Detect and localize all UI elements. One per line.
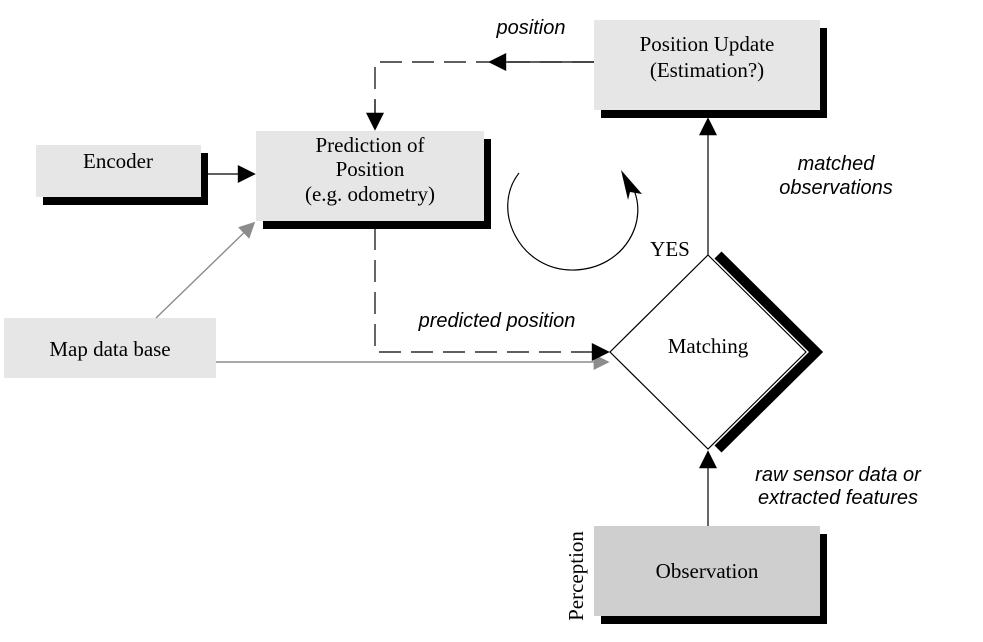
raw-sensor-data-label-line2: extracted features [758, 487, 918, 509]
yes-label: YES [650, 237, 690, 261]
prediction-box: Prediction of Position (e.g. odometry) [256, 131, 491, 229]
position-update-box: Position Update (Estimation?) [594, 20, 827, 118]
predicted-position-edge-label: predicted position [418, 310, 576, 332]
map-database-box: Map data base [4, 318, 216, 378]
perception-label: Perception [564, 531, 588, 621]
position-feedback-line [374, 61, 594, 129]
observation-label: Observation [656, 559, 759, 583]
map-database-label: Map data base [49, 337, 170, 361]
matching-outline [609, 254, 807, 450]
matched-observations-label-line2: observations [779, 177, 892, 199]
observation-face [594, 526, 820, 616]
position-update-face [594, 20, 820, 110]
prediction-label-line3: (e.g. odometry) [305, 182, 435, 206]
map-database-face [4, 318, 216, 378]
predicted-position-arrow [374, 228, 610, 361]
position-edge-label: position [496, 17, 566, 39]
matching-shadow [714, 251, 824, 453]
cycle-arc [507, 172, 639, 271]
cycle-arrowhead [621, 170, 642, 200]
raw-sensor-data-label-line1: raw sensor data or [755, 464, 922, 486]
matching-label: Matching [668, 334, 749, 358]
prediction-label-line2: Position [336, 157, 405, 181]
encoder-box: Encoder [36, 145, 208, 205]
prediction-label-line1: Prediction of [315, 133, 424, 157]
matching-diamond: Matching [609, 251, 824, 453]
matched-observations-label-line1: matched [798, 153, 876, 175]
encoder-face [36, 145, 201, 197]
map-to-prediction-arrow [155, 221, 256, 319]
position-update-label-line1: Position Update [640, 32, 775, 56]
prediction-face [256, 131, 484, 221]
encoder-label: Encoder [83, 149, 153, 173]
position-update-label-line2: (Estimation?) [650, 58, 764, 82]
observation-box: Observation [594, 526, 827, 624]
